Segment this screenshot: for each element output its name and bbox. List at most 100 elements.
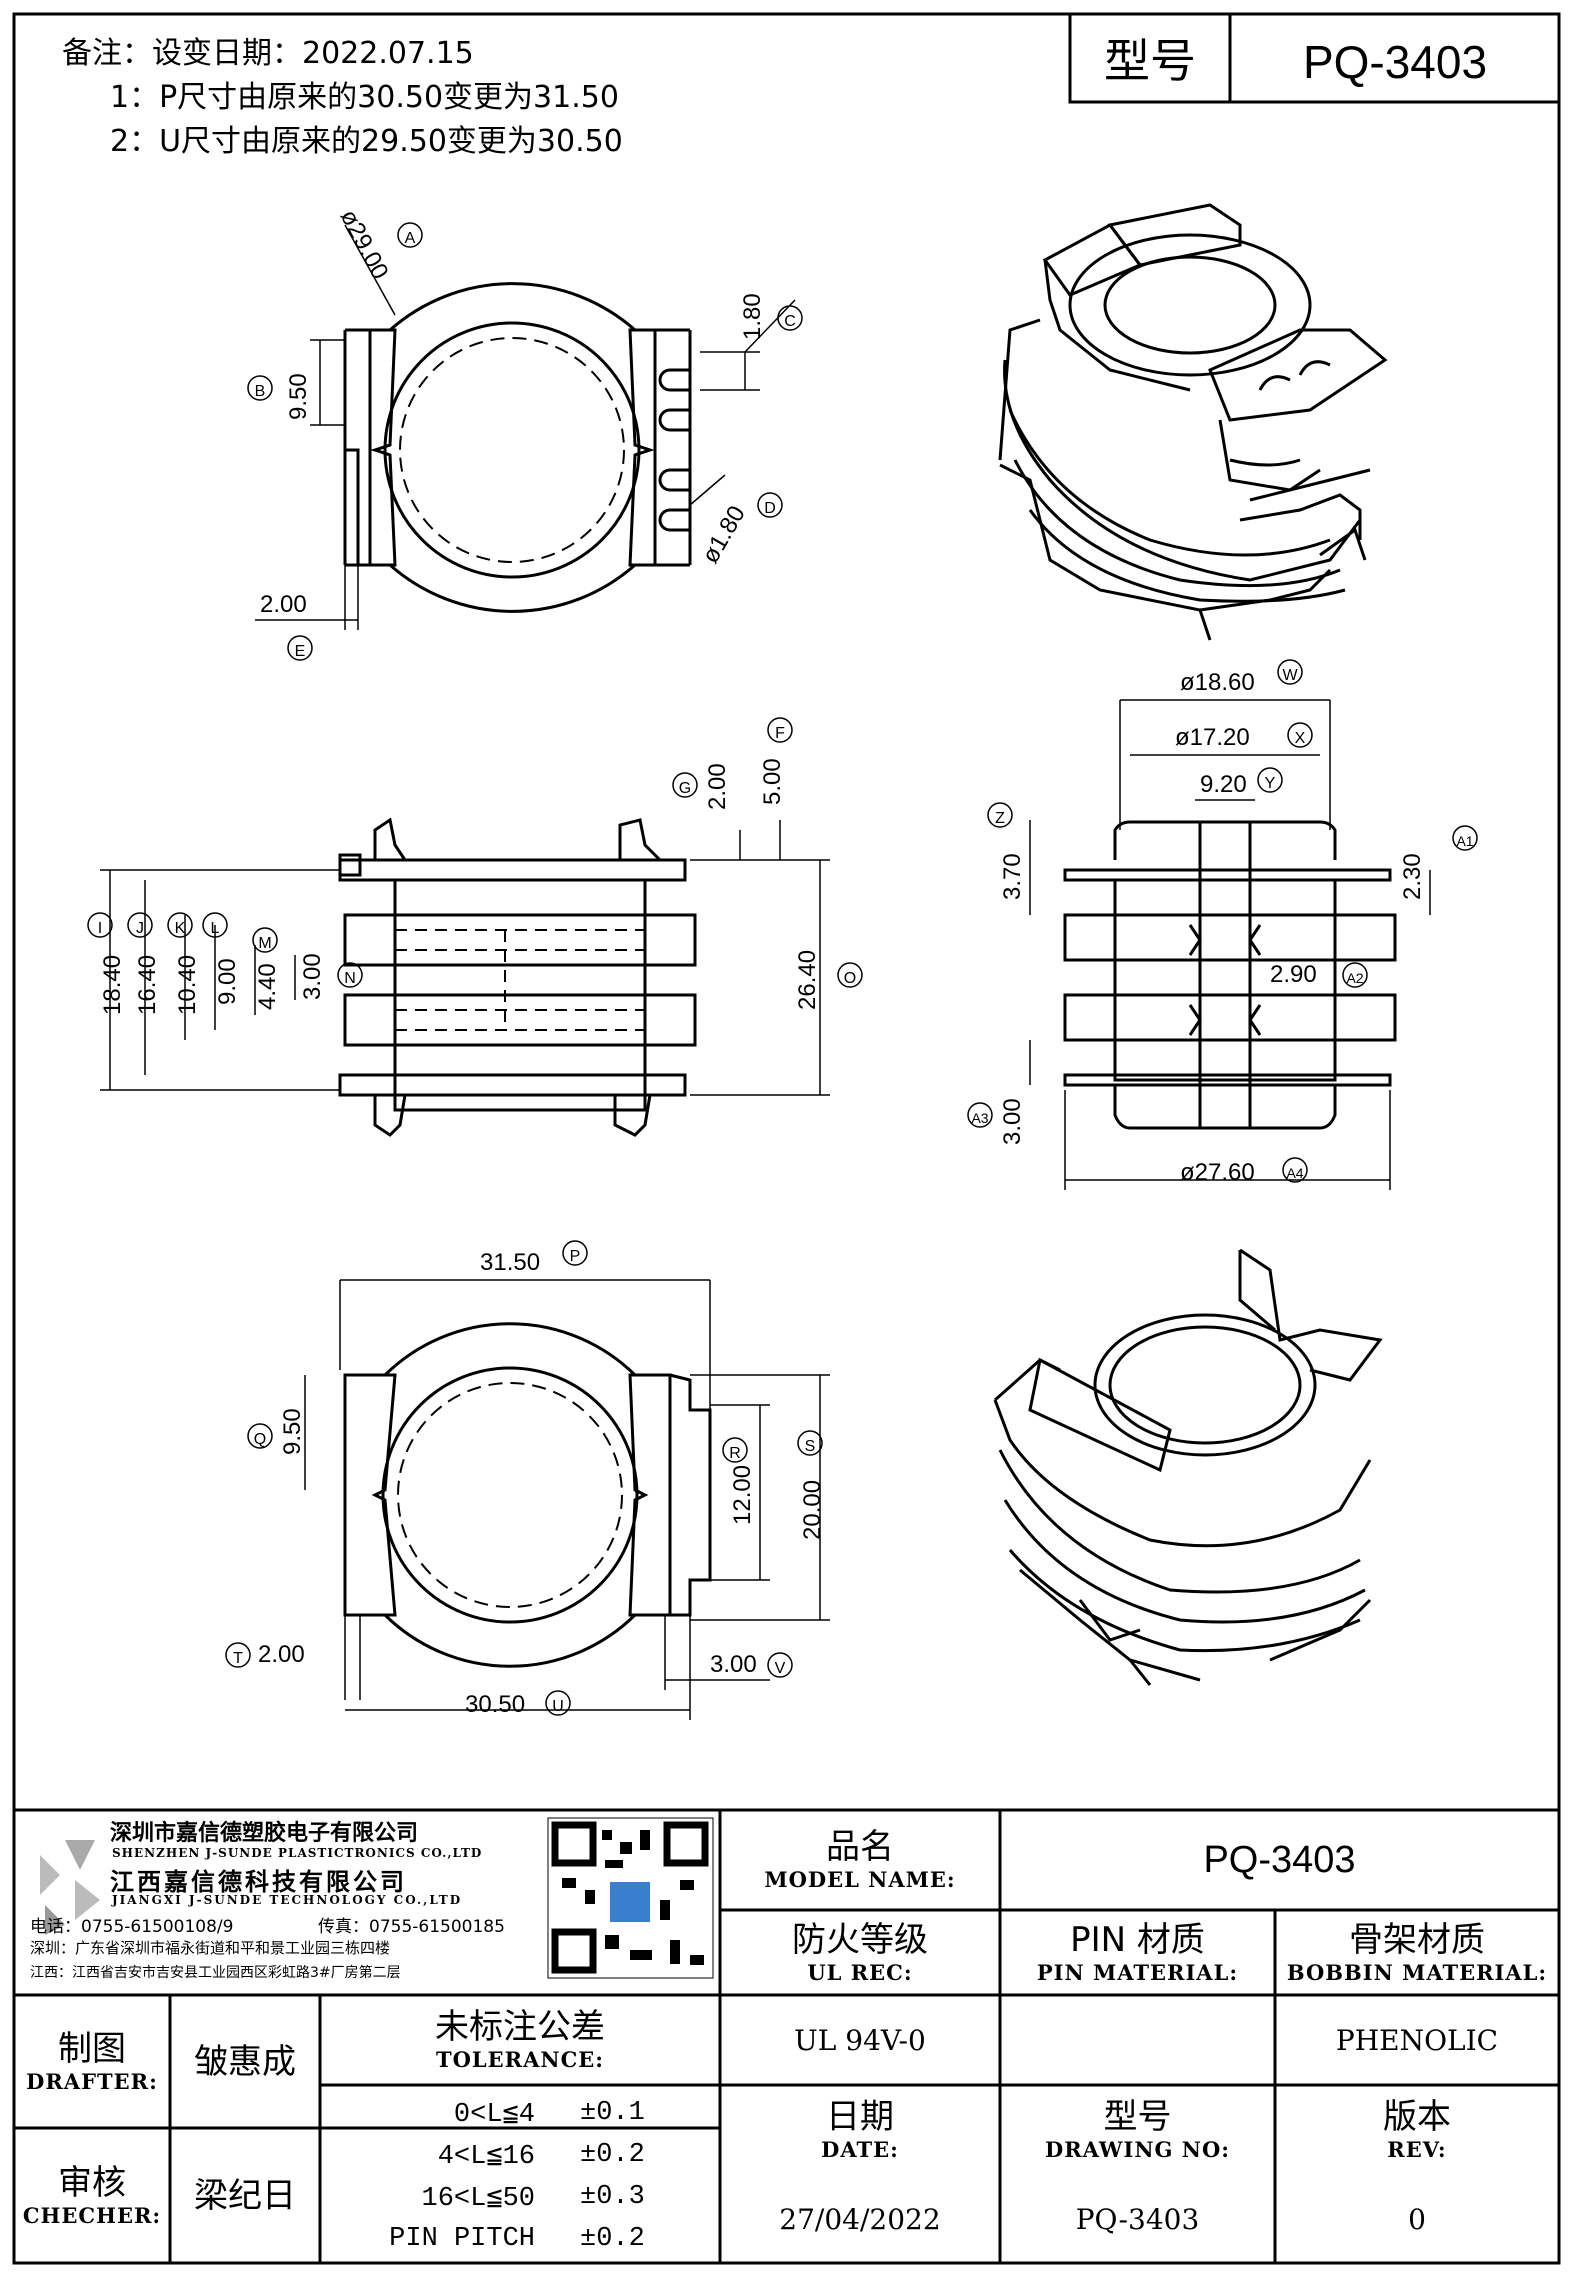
svg-text:O: O <box>844 970 856 987</box>
svg-text:T: T <box>233 1650 243 1667</box>
dim-n: 3.00 <box>299 953 326 1000</box>
svg-text:M: M <box>258 935 271 952</box>
dim-i: 18.40 <box>99 955 126 1015</box>
front-view-dims <box>87 717 863 1096</box>
qr-code <box>547 1817 714 1979</box>
pin-material-label: PIN 材质 PIN MATERIAL: <box>1036 1919 1239 1985</box>
bottom-view-labels: P Q R S T U V 31.50 9.50 12.00 20.00 2.0… <box>233 1248 826 1718</box>
bottom-view-dims <box>225 1240 830 1720</box>
svg-text:B: B <box>255 383 266 400</box>
svg-text:Q: Q <box>254 1431 266 1448</box>
company-address-sz: 深圳：广东省深圳市福永街道和平和景工业园三栋四楼 <box>30 1939 391 1957</box>
tolerance-row: 4<L≦16 ±0.2 <box>437 2140 645 2172</box>
dim-g: 2.00 <box>704 763 731 810</box>
svg-text:W: W <box>1282 667 1298 684</box>
company-address-jx: 江西：江西省吉安市吉安县工业园西区彩虹路3#厂房第二层 <box>30 1965 401 1981</box>
drafter-value: 皱惠成 <box>194 2041 296 2082</box>
side-view <box>1063 820 1397 1130</box>
tolerance-row: PIN PITCH ±0.2 <box>389 2224 645 2254</box>
svg-text:J: J <box>136 920 144 937</box>
dim-u: 30.50 <box>465 1691 525 1718</box>
dim-a4: ø27.60 <box>1180 1159 1255 1186</box>
model-box-label: 型号 <box>1104 35 1196 87</box>
dim-z: 3.70 <box>999 853 1026 900</box>
dim-b: 9.50 <box>285 373 312 420</box>
company-name-cn-1: 深圳市嘉信德塑胶电子有限公司 <box>110 1821 419 1846</box>
company-name-en-1: SHENZHEN J-SUNDE PLASTICTRONICS CO.,LTD <box>112 1846 483 1860</box>
svg-text:X: X <box>1295 730 1306 747</box>
title-block-grid <box>14 1808 1559 2263</box>
svg-text:A2: A2 <box>1346 970 1363 986</box>
front-view <box>338 817 697 1137</box>
sheet-border <box>12 12 1561 2265</box>
dim-j: 16.40 <box>134 955 161 1015</box>
svg-text:Z: Z <box>995 810 1005 827</box>
company-phone: 电话：0755-61500108/9 <box>30 1917 234 1937</box>
dim-a: ø29.00 <box>335 205 394 284</box>
svg-text:A: A <box>405 230 416 247</box>
drawing-no-value: PQ-3403 <box>1075 2202 1200 2236</box>
notes-header: 备注：设变日期：2022.07.15 <box>62 36 474 71</box>
dim-a1: 2.30 <box>1399 853 1426 900</box>
iso-view-2 <box>993 1248 1383 1686</box>
drawing-no-label: 型号 DRAWING NO: <box>1045 2097 1230 2162</box>
svg-text:L: L <box>211 920 220 937</box>
bottom-view <box>343 1322 712 1668</box>
dim-c: 1.80 <box>739 293 766 340</box>
svg-text:I: I <box>98 920 102 937</box>
iso-view-1 <box>998 203 1388 641</box>
dim-x: ø17.20 <box>1175 724 1250 751</box>
date-label: 日期 DATE: <box>821 2097 899 2162</box>
svg-text:A4: A4 <box>1286 1165 1303 1181</box>
svg-text:D: D <box>764 500 776 517</box>
tolerance-label: 未标注公差 TOLERANCE: <box>435 2007 605 2072</box>
svg-text:G: G <box>679 780 691 797</box>
model-box-value: PQ-3403 <box>1303 36 1487 88</box>
dim-y: 9.20 <box>1200 771 1247 798</box>
dim-r: 12.00 <box>729 1465 756 1525</box>
svg-text:F: F <box>775 725 785 742</box>
ul-rec-value: UL 94V-0 <box>794 2023 926 2057</box>
dim-q: 9.50 <box>279 1408 306 1455</box>
top-view-1 <box>343 282 692 613</box>
tolerance-table: 0<L≦4 ±0.1 4<L≦16 ±0.2 16<L≦50 ±0.3 PIN … <box>320 2092 720 2260</box>
svg-text:U: U <box>552 1698 564 1715</box>
notes-line-2: 2：U尺寸由原来的29.50变更为30.50 <box>110 124 623 159</box>
checker-value: 梁纪日 <box>194 2175 296 2216</box>
dim-w: ø18.60 <box>1180 669 1255 696</box>
date-value: 27/04/2022 <box>779 2202 941 2236</box>
dim-f: 5.00 <box>759 758 786 805</box>
dim-a2: 2.90 <box>1270 961 1317 988</box>
svg-text:V: V <box>775 1660 786 1677</box>
model-name-label: 品名 MODEL NAME: <box>764 1827 956 1892</box>
svg-text:P: P <box>570 1248 581 1265</box>
svg-text:Y: Y <box>1265 775 1276 792</box>
rev-label: 版本 REV: <box>1383 2097 1451 2162</box>
dim-k: 10.40 <box>174 955 201 1015</box>
tolerance-row: 16<L≦50 ±0.3 <box>421 2182 645 2214</box>
svg-text:A1: A1 <box>1456 833 1473 849</box>
bobbin-material-label: 骨架材质 BOBBIN MATERIAL: <box>1286 1919 1548 1985</box>
company-fax: 传真：0755-61500185 <box>318 1917 505 1937</box>
dim-o: 26.40 <box>794 950 821 1010</box>
dim-t: 2.00 <box>258 1641 305 1668</box>
svg-text:R: R <box>729 1445 741 1462</box>
model-box: 型号 PQ-3403 <box>1068 12 1561 104</box>
top-view-1-dims <box>247 222 803 661</box>
svg-text:S: S <box>805 1438 816 1455</box>
svg-text:C: C <box>784 313 796 330</box>
company-logo <box>40 1840 100 1935</box>
top-view-1-labels: A B C D E ø29.00 9.50 1.80 ø1.80 2.00 <box>255 205 796 660</box>
dim-l: 9.00 <box>214 958 241 1005</box>
company-name-en-2: JIANGXI J-SUNDE TECHNOLOGY CO.,LTD <box>112 1893 463 1907</box>
checker-label: 审核 CHECHER: <box>22 2162 162 2228</box>
model-name-value: PQ-3403 <box>1203 1838 1356 1881</box>
dim-m: 4.40 <box>254 963 281 1010</box>
dim-e: 2.00 <box>260 591 307 618</box>
dim-v: 3.00 <box>710 1651 757 1678</box>
svg-text:E: E <box>295 643 306 660</box>
company-name-cn-2: 江西嘉信德科技有限公司 <box>110 1868 407 1896</box>
dim-a3: 3.00 <box>999 1098 1026 1145</box>
dim-s: 20.00 <box>799 1480 826 1540</box>
side-view-labels: W X Y Z A1 A2 A3 A4 ø18.60 ø17.20 9.20 3… <box>971 667 1473 1186</box>
